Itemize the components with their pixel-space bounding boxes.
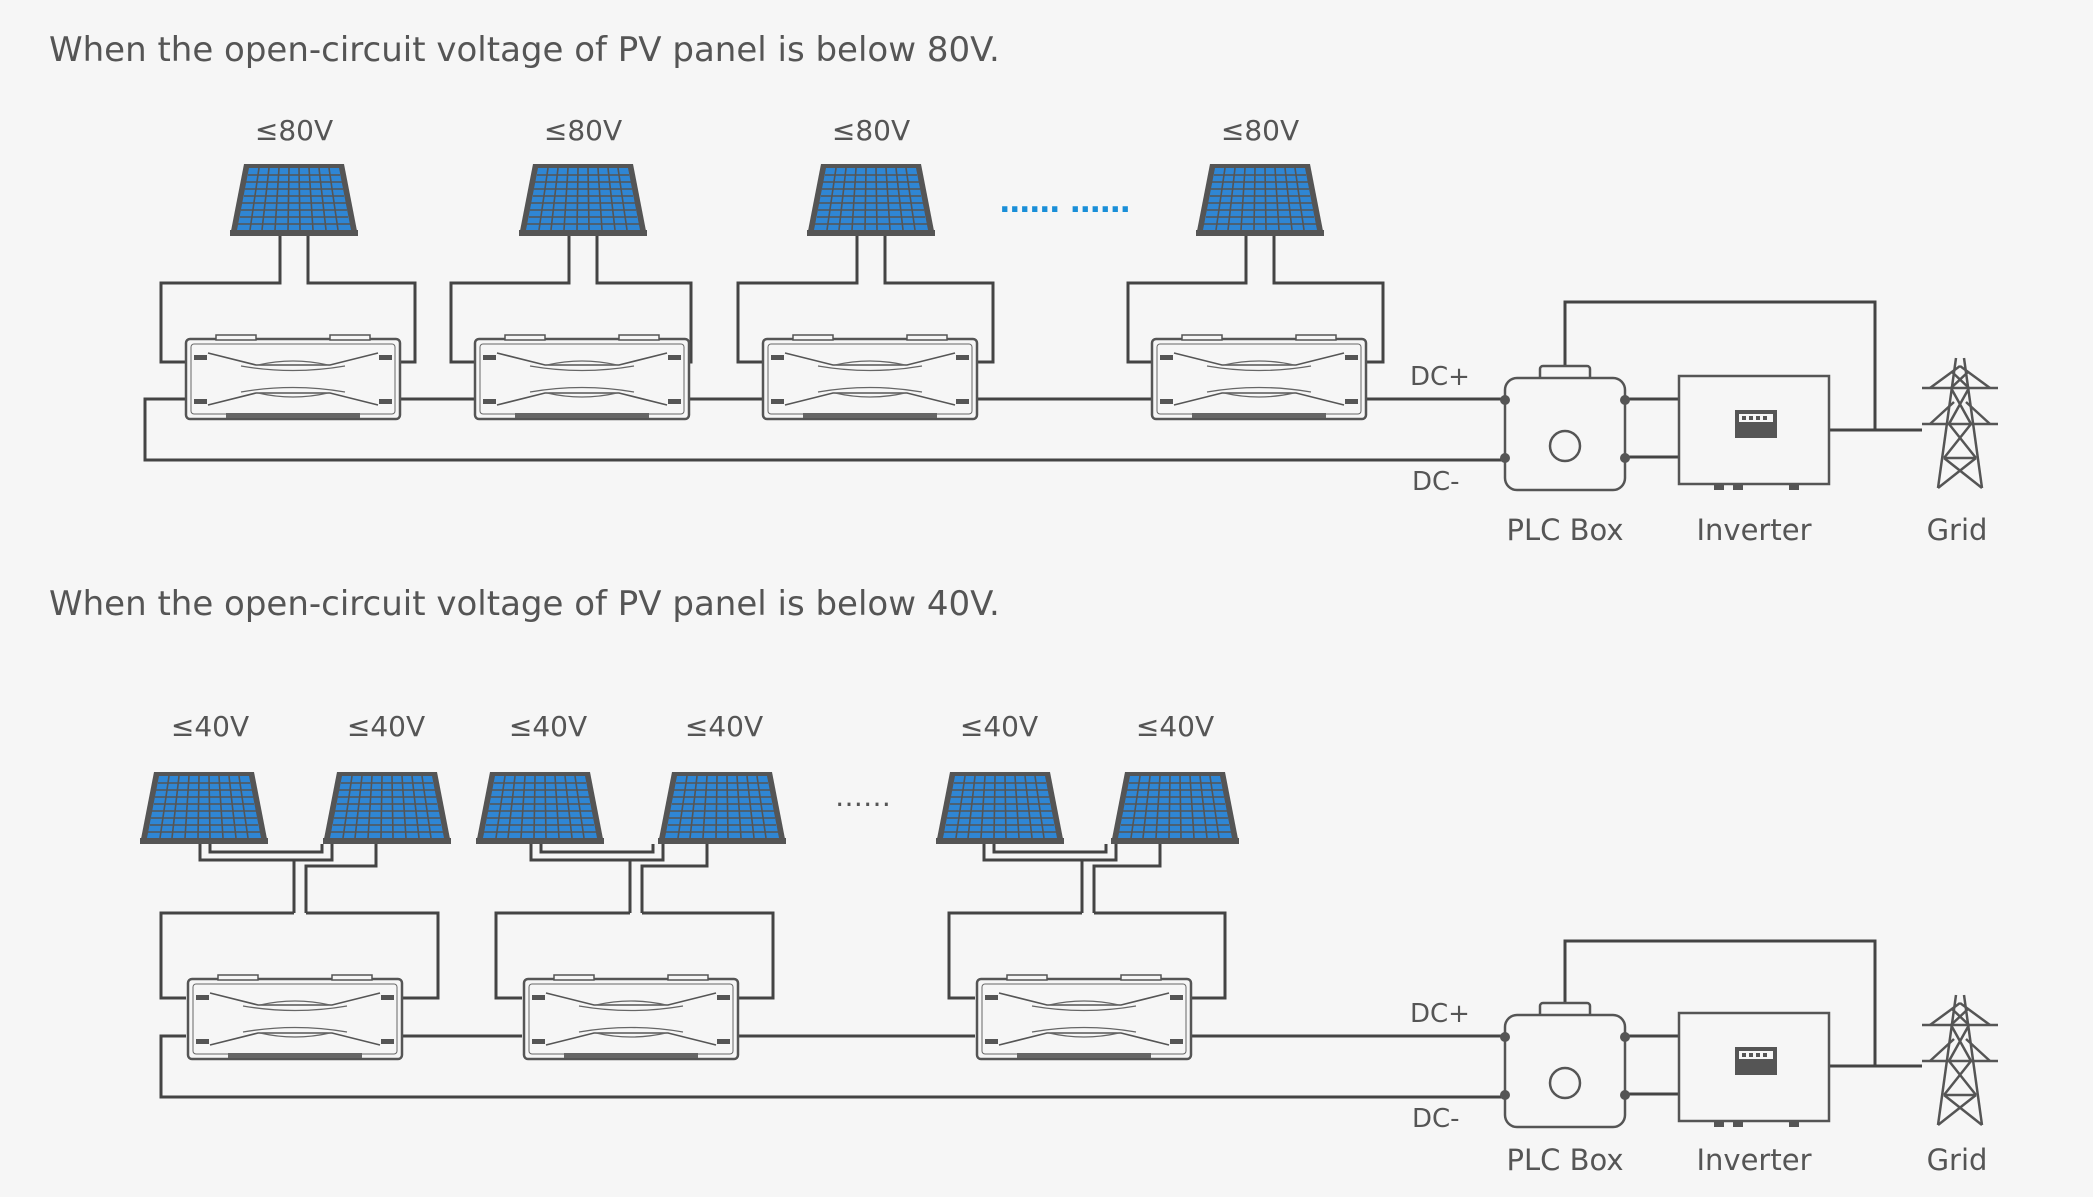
inverter-label: Inverter	[1697, 1143, 1812, 1177]
panel-voltage-label: ≤40V	[347, 710, 425, 743]
dc-plus-label: DC+	[1410, 362, 1470, 392]
grid-label: Grid	[1927, 1143, 1988, 1177]
optimizer-icon	[1150, 333, 1368, 421]
solar-panel-icon	[1110, 771, 1240, 845]
solar-panel-icon	[806, 163, 936, 237]
inverter-icon	[1677, 1011, 1831, 1129]
section2-panels	[139, 771, 1240, 845]
dc-minus-label: DC-	[1412, 467, 1460, 497]
transmission-tower-icon	[1920, 993, 2000, 1127]
panel-voltage-label: ≤80V	[832, 114, 910, 147]
panel-voltage-label: ≤40V	[171, 710, 249, 743]
panel-voltage-label: ≤80V	[544, 114, 622, 147]
more-panels-ellipsis: ……	[835, 780, 891, 813]
panel-voltage-label: ≤40V	[685, 710, 763, 743]
optimizer-icon	[186, 973, 404, 1061]
dc-plus-label: DC+	[1410, 999, 1470, 1029]
section1-wiring	[143, 236, 1922, 462]
plc-box-label: PLC Box	[1506, 513, 1623, 547]
inverter-icon	[1677, 374, 1831, 492]
solar-panel-icon	[139, 771, 269, 845]
solar-panel-icon	[518, 163, 648, 237]
solar-panel-icon	[1195, 163, 1325, 237]
transmission-tower-icon	[1920, 356, 2000, 490]
plc-box-label: PLC Box	[1506, 1143, 1623, 1177]
section2-optimizers	[186, 973, 1193, 1061]
section2-wiring	[159, 844, 1922, 1099]
section1-heading: When the open-circuit voltage of PV pane…	[49, 30, 1000, 70]
solar-panel-icon	[322, 771, 452, 845]
section1-optimizers	[184, 333, 1368, 421]
inverter-label: Inverter	[1697, 513, 1812, 547]
panel-voltage-label: ≤40V	[960, 710, 1038, 743]
optimizer-icon	[975, 973, 1193, 1061]
solar-panel-icon	[935, 771, 1065, 845]
section2-heading: When the open-circuit voltage of PV pane…	[49, 584, 1000, 624]
panel-voltage-label: ≤80V	[1221, 114, 1299, 147]
section1-panels	[229, 163, 1325, 237]
solar-panel-icon	[475, 771, 605, 845]
optimizer-icon	[184, 333, 402, 421]
panel-voltage-label: ≤80V	[255, 114, 333, 147]
plc-box-icon	[1498, 1001, 1632, 1129]
dc-minus-label: DC-	[1412, 1104, 1460, 1134]
panel-voltage-label: ≤40V	[509, 710, 587, 743]
more-panels-ellipsis: …… ……	[1000, 185, 1130, 220]
solar-panel-icon	[229, 163, 359, 237]
panel-voltage-label: ≤40V	[1136, 710, 1214, 743]
optimizer-icon	[473, 333, 691, 421]
plc-box-icon	[1498, 364, 1632, 492]
solar-panel-icon	[657, 771, 787, 845]
optimizer-icon	[522, 973, 740, 1061]
optimizer-icon	[761, 333, 979, 421]
grid-label: Grid	[1927, 513, 1988, 547]
